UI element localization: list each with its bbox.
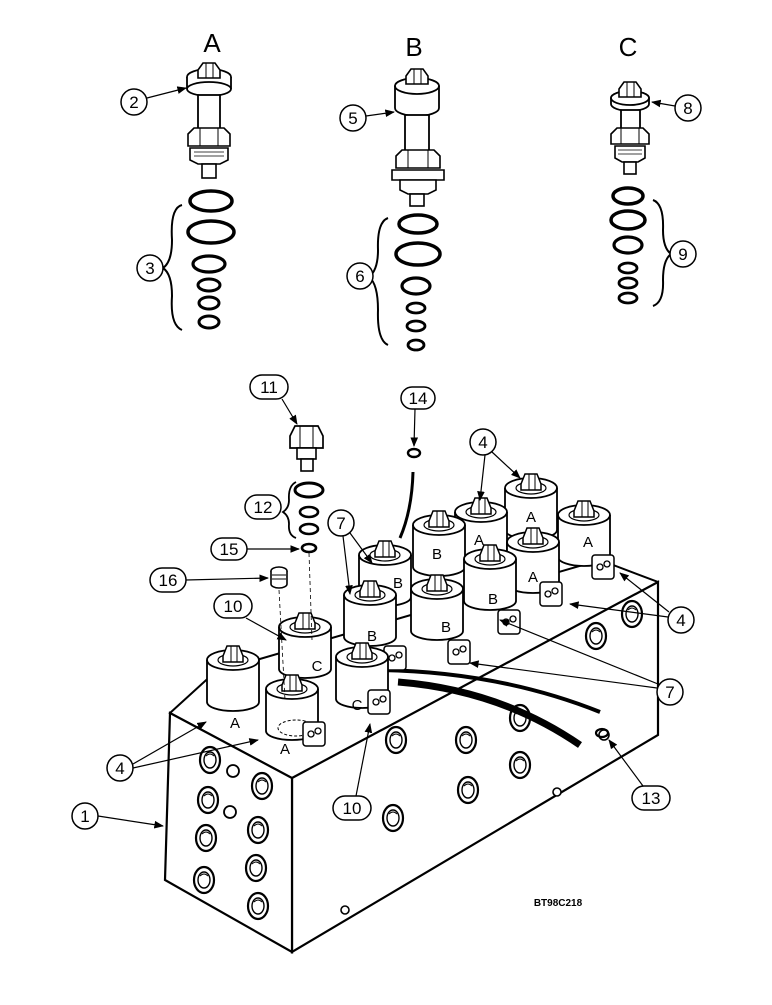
washer-15 (300, 542, 318, 554)
callout-4-top: 4 (469, 428, 521, 501)
coil-label: C (312, 658, 323, 675)
seal-kit-12 (293, 481, 325, 536)
plug-13 (594, 727, 610, 739)
callout-11: 11 (249, 374, 298, 425)
callout-7-left: 7 (327, 509, 373, 595)
section-label-c: C (619, 32, 638, 62)
solenoid-coil-c-back: C (278, 612, 332, 679)
svg-text:16: 16 (159, 571, 178, 590)
coil-label: B (393, 575, 403, 592)
coil-label: C (352, 697, 363, 714)
solenoid-coil-b-near: B (343, 580, 407, 671)
callout-7-right: 7 (469, 619, 684, 706)
solenoid-coil-a-back: A (504, 473, 558, 540)
callout-2: 2 (120, 86, 187, 116)
svg-text:7: 7 (336, 514, 345, 533)
coil-label: B (488, 591, 498, 608)
callout-10-top: 10 (213, 593, 287, 641)
coil-label: A (528, 569, 538, 586)
coil-label: B (367, 628, 377, 645)
solenoid-coil-b-front: B (410, 574, 471, 665)
svg-text:10: 10 (343, 799, 362, 818)
bracket-3 (161, 204, 183, 331)
svg-text:7: 7 (665, 683, 674, 702)
svg-text:14: 14 (409, 389, 428, 408)
solenoid-coil-b-left: B (358, 540, 412, 607)
callout-15: 15 (210, 537, 300, 561)
solenoid-coil-a-left: A (206, 645, 260, 732)
callout-12: 12 (244, 494, 282, 520)
relief-plug-11 (289, 425, 324, 472)
svg-text:15: 15 (220, 540, 239, 559)
solenoid-coil-c-front: C (335, 642, 391, 715)
svg-text:10: 10 (224, 597, 243, 616)
svg-text:2: 2 (129, 93, 138, 112)
bracket-12 (281, 481, 297, 539)
wire-harness-2 (379, 668, 601, 714)
seal-kit-c (609, 186, 647, 305)
svg-text:12: 12 (254, 498, 273, 517)
callout-5: 5 (339, 104, 395, 132)
callout-1: 1 (71, 802, 164, 830)
coil-label: A (526, 509, 536, 526)
svg-text:4: 4 (478, 433, 487, 452)
callout-4-right: 4 (569, 572, 695, 634)
solenoid-coil-a-mid: A (454, 497, 508, 564)
callout-16: 16 (149, 567, 269, 593)
coil-label: A (474, 532, 484, 549)
coil-label: A (280, 741, 290, 758)
seal-kit-b (394, 213, 442, 352)
svg-text:4: 4 (676, 611, 685, 630)
coil-label: A (583, 534, 593, 551)
callout-13: 13 (608, 739, 671, 811)
callout-4-left: 4 (106, 721, 259, 782)
plug-screw-16 (270, 566, 288, 589)
callout-3: 3 (136, 254, 164, 282)
cartridge-valve-a (186, 62, 232, 179)
section-label-a: A (203, 28, 221, 58)
svg-text:9: 9 (678, 245, 687, 264)
cartridge-valve-b (391, 68, 445, 207)
coil-label: B (432, 546, 442, 563)
svg-text:3: 3 (145, 259, 154, 278)
solenoid-coil-b-mid: B (463, 544, 521, 635)
callout-8: 8 (651, 94, 702, 122)
svg-text:4: 4 (115, 759, 124, 778)
wire-harness-3 (398, 471, 415, 539)
callout-10-bottom: 10 (332, 723, 373, 821)
callout-14: 14 (400, 386, 436, 447)
wire-harness-1 (397, 678, 582, 748)
solenoid-coil-a-right: A (557, 500, 615, 580)
svg-text:5: 5 (348, 109, 357, 128)
washer-14 (406, 447, 422, 459)
svg-text:1: 1 (80, 807, 89, 826)
bracket-9 (652, 199, 673, 307)
coil-label: B (441, 619, 451, 636)
svg-text:6: 6 (355, 267, 364, 286)
coil-label: A (230, 715, 240, 732)
seal-kit-a (186, 189, 236, 330)
svg-text:11: 11 (260, 378, 278, 397)
cartridge-valve-c (610, 81, 650, 175)
callout-6: 6 (346, 262, 374, 290)
drawing-code: BT98C218 (534, 898, 583, 909)
solenoid-coil-a-near: A (265, 674, 326, 758)
solenoid-coil-a-front: A (506, 527, 563, 607)
svg-text:8: 8 (683, 99, 692, 118)
solenoid-coil-b-back: B (412, 510, 466, 577)
svg-text:13: 13 (642, 789, 661, 808)
section-label-b: B (405, 32, 422, 62)
callout-9: 9 (669, 240, 697, 268)
